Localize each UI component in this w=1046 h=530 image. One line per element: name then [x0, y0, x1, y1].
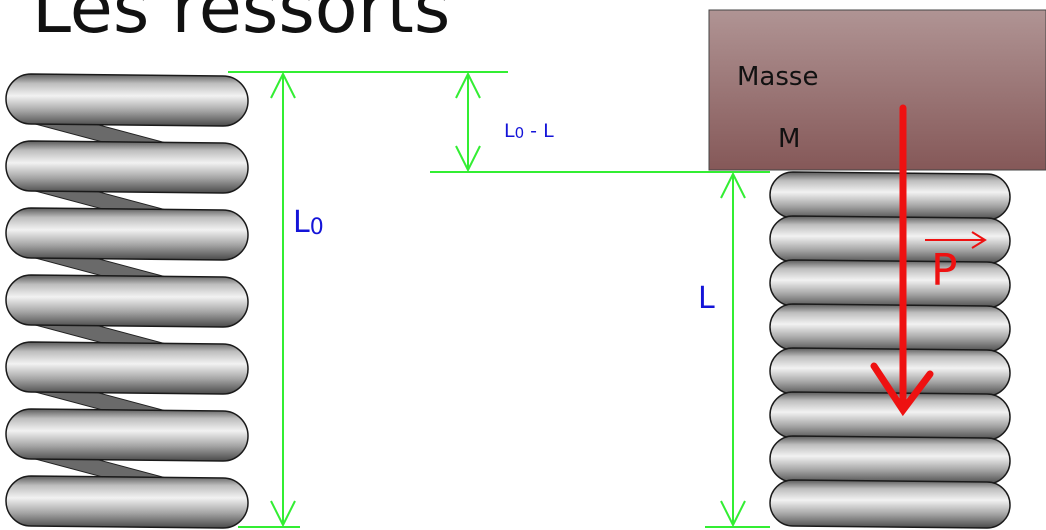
compressed-spring-coil [769, 391, 1011, 441]
mass-block [708, 9, 1046, 171]
free-spring-coil [5, 73, 249, 127]
mass-symbol: M [778, 124, 800, 154]
free-spring-coil [5, 274, 249, 328]
weight-label: P [931, 245, 958, 296]
compressed-spring-coil [769, 171, 1011, 221]
weight-arrow [870, 104, 934, 417]
compressed-spring-coil [769, 435, 1011, 485]
dimension-lines [228, 71, 770, 528]
vector-arrow-icon [925, 231, 987, 249]
compressed-length-label: L [698, 281, 715, 316]
compressed-spring-coil [769, 259, 1011, 309]
free-spring-coil [5, 341, 249, 395]
free-spring-coil [5, 475, 249, 529]
mass-label: Masse [737, 62, 818, 92]
natural-length-label: L0 [293, 205, 324, 240]
compressed-spring-coil [769, 303, 1011, 353]
compression-label: L0 - L [504, 120, 554, 142]
free-spring-coil [5, 207, 249, 261]
free-spring-coil [5, 140, 249, 194]
free-spring [5, 73, 249, 529]
free-spring-coil [5, 408, 249, 462]
page-title: Les ressorts [32, 0, 450, 49]
compressed-spring-coil [769, 479, 1011, 529]
compressed-spring [769, 171, 1011, 529]
